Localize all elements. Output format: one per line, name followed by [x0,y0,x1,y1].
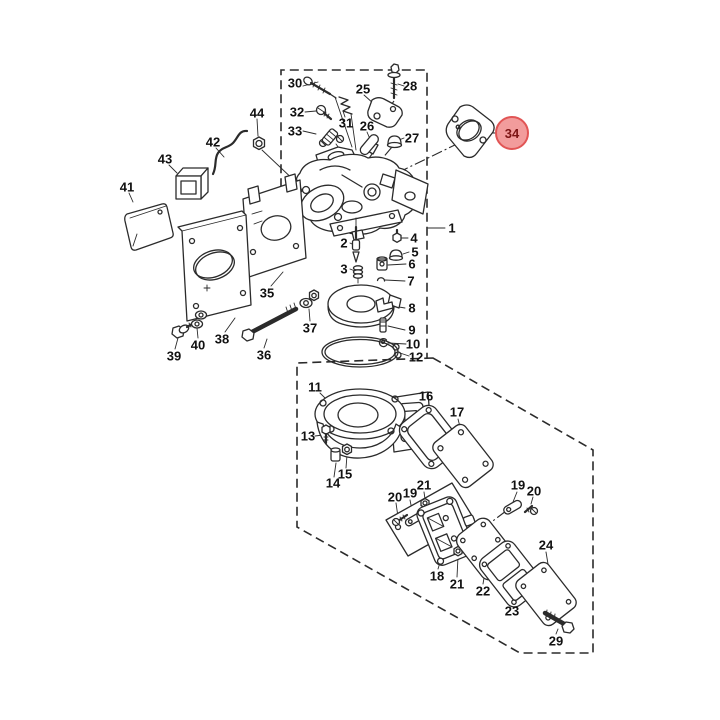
part-callout-20[interactable]: 20 [526,483,542,499]
part-callout-16[interactable]: 16 [418,388,434,404]
part-35-bracket-plate [242,173,307,278]
part-callout-25[interactable]: 25 [355,81,371,97]
part-callout-38[interactable]: 38 [214,331,230,347]
part-callout-3[interactable]: 3 [340,261,348,277]
part-5-plug-dome [388,249,404,261]
part-callout-44[interactable]: 44 [249,105,265,121]
part-callout-37[interactable]: 37 [302,320,318,336]
part-30-pilot-screw [303,76,337,99]
part-31-spring [338,96,353,115]
part-6-valve-seat [376,256,388,271]
part-40-washers [190,310,208,329]
part-callout-19[interactable]: 19 [510,477,526,493]
part-42-link-rod [211,129,249,176]
part-7-clip [376,277,386,282]
part-3-grommet [352,265,364,284]
part-callout-12[interactable]: 12 [408,349,424,365]
part-callout-6[interactable]: 6 [408,256,416,272]
part-callout-21[interactable]: 21 [449,576,465,592]
part-9-screw [379,317,387,333]
part-15-nut [341,443,353,456]
part-37-nut-washer [299,289,320,309]
part-callout-1[interactable]: 1 [448,220,456,236]
part-callout-2[interactable]: 2 [340,235,348,251]
part-callout-41[interactable]: 41 [119,179,135,195]
part-callout-36[interactable]: 36 [256,347,272,363]
part-28-bolt [387,63,401,100]
part-4-bolt-small [392,228,402,243]
part-12-bowl-gasket [321,336,402,368]
part-callout-9[interactable]: 9 [408,322,416,338]
part-callout-8[interactable]: 8 [408,300,416,316]
part-callout-17[interactable]: 17 [449,404,465,420]
part-callout-7[interactable]: 7 [407,273,415,289]
part-callout-4[interactable]: 4 [410,230,418,246]
part-callout-11[interactable]: 11 [308,379,322,395]
part-33-main-jet [321,128,339,146]
part-callout-29[interactable]: 29 [548,633,564,649]
part-callout-20[interactable]: 20 [387,489,403,505]
part-36-bolt [241,302,299,342]
part-32-screw [315,104,333,121]
part-callout-10[interactable]: 10 [405,336,421,352]
part-17-diaphragm-cover [432,423,494,489]
part-callout-39[interactable]: 39 [166,348,182,364]
part-27-plug [386,135,403,149]
part-14-drain-plug [330,447,341,462]
part-callout-15[interactable]: 15 [337,466,353,482]
part-2-needle-valve [351,225,361,263]
part-callout-40[interactable]: 40 [190,337,206,353]
part-callout-21[interactable]: 21 [416,477,432,493]
fuel-pump-group-outline [296,357,594,654]
part-callout-26[interactable]: 26 [359,118,375,134]
part-callout-32[interactable]: 32 [289,104,305,120]
part-13-bolt [321,424,331,445]
part-38-adapter-plate [177,210,252,322]
part-callout-24[interactable]: 24 [538,537,554,553]
part-callout-27[interactable]: 27 [404,130,420,146]
part-callout-35[interactable]: 35 [259,285,275,301]
part-callout-30[interactable]: 30 [287,75,303,91]
part-callout-13[interactable]: 13 [300,428,316,444]
part-44-nut [252,136,266,151]
part-callout-31[interactable]: 31 [338,115,354,131]
part-callout-5[interactable]: 5 [411,244,419,260]
part-20-screw-left [391,513,409,527]
part-callout-33[interactable]: 33 [287,123,303,139]
part-26-gasket-strip [359,134,379,156]
part-callout-19[interactable]: 19 [402,485,418,501]
part-41-spacer-block [124,203,174,251]
part-34-carburetor-gasket [445,104,495,159]
part-callout-14[interactable]: 14 [325,475,341,491]
part-43-mount-damper [175,167,209,200]
part-19-check-valve-right [503,499,522,515]
part-callout-43[interactable]: 43 [157,151,173,167]
part-8-float-hinge [375,297,394,313]
part-callout-18[interactable]: 18 [429,568,445,584]
part-callout-42[interactable]: 42 [205,134,221,150]
part-callout-22[interactable]: 22 [475,583,491,599]
part-callout-23[interactable]: 23 [504,603,520,619]
part-callout-28[interactable]: 28 [402,78,418,94]
part-29-bolt [542,609,575,634]
highlighted-part-callout-34[interactable]: 34 [495,116,529,150]
gasket-34-centerline [361,142,460,191]
part-25-cover-plate [367,97,403,128]
part-20-screw-right [523,504,539,516]
part-24-pump-cover [515,561,577,627]
